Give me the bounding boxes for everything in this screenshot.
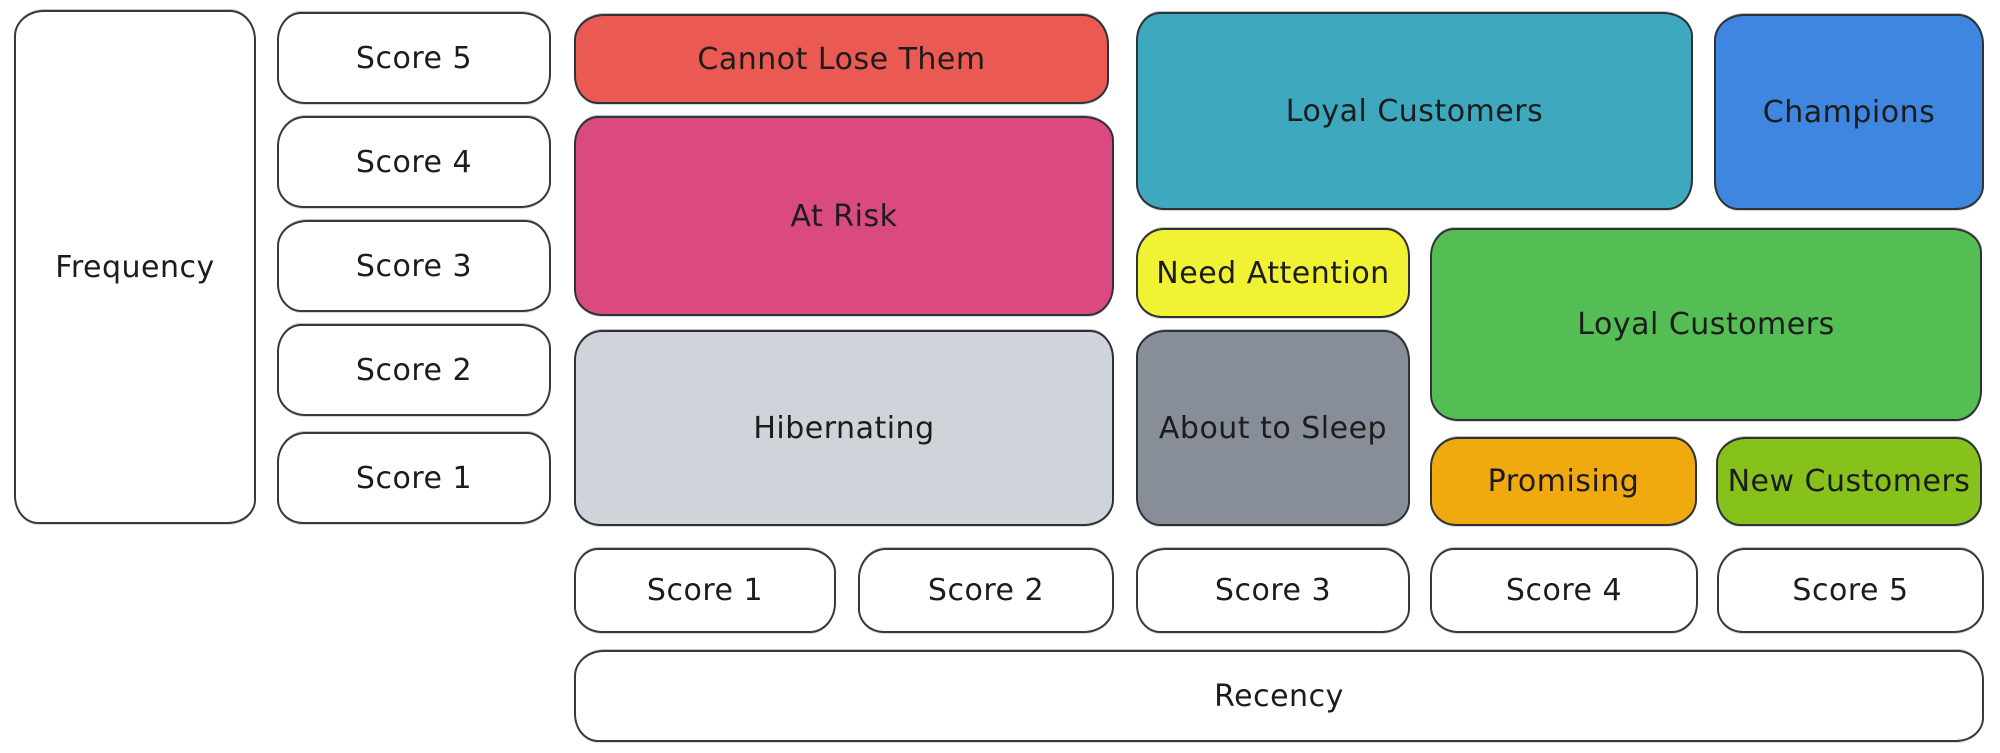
segment-cannot-lose-them-label: Cannot Lose Them <box>697 41 986 77</box>
segment-at-risk-label: At Risk <box>790 198 898 234</box>
recency-score-1-label: Score 1 <box>646 573 764 608</box>
segment-about-to-sleep-label: About to Sleep <box>1158 410 1388 446</box>
recency-axis-label: Recency <box>1214 678 1344 714</box>
frequency-score-1-label: Score 1 <box>355 460 473 496</box>
segment-need-attention: Need Attention <box>1136 228 1410 318</box>
recency-score-1: Score 1 <box>574 548 836 633</box>
segment-hibernating: Hibernating <box>574 330 1114 526</box>
segment-new-customers: New Customers <box>1716 437 1982 526</box>
recency-score-5-label: Score 5 <box>1792 573 1909 608</box>
recency-score-5: Score 5 <box>1717 548 1984 633</box>
frequency-score-2-label: Score 2 <box>355 352 473 388</box>
recency-score-4-label: Score 4 <box>1505 573 1623 608</box>
segment-cannot-lose-them: Cannot Lose Them <box>574 14 1109 104</box>
frequency-axis-label: Frequency <box>55 249 215 285</box>
segment-at-risk: At Risk <box>574 116 1114 316</box>
frequency-score-5: Score 5 <box>277 12 551 104</box>
frequency-score-3: Score 3 <box>277 220 551 312</box>
segment-about-to-sleep: About to Sleep <box>1136 330 1410 526</box>
segment-need-attention-label: Need Attention <box>1156 255 1390 291</box>
frequency-score-5-label: Score 5 <box>355 40 473 76</box>
recency-score-2: Score 2 <box>858 548 1114 633</box>
segment-hibernating-label: Hibernating <box>753 410 935 446</box>
frequency-score-4-label: Score 4 <box>355 144 473 180</box>
frequency-score-1: Score 1 <box>277 432 551 524</box>
segment-loyal-customers-mid-label: Loyal Customers <box>1577 307 1835 342</box>
frequency-score-4: Score 4 <box>277 116 551 208</box>
frequency-score-3-label: Score 3 <box>355 248 473 284</box>
recency-score-4: Score 4 <box>1430 548 1698 633</box>
segment-loyal-customers-top-label: Loyal Customers <box>1285 93 1544 129</box>
segment-loyal-customers-mid: Loyal Customers <box>1430 228 1982 421</box>
segment-loyal-customers-top: Loyal Customers <box>1136 12 1693 210</box>
frequency-axis-label-box: Frequency <box>14 10 256 524</box>
segment-promising-label: Promising <box>1487 464 1640 499</box>
segment-promising: Promising <box>1430 437 1697 526</box>
segment-champions: Champions <box>1714 14 1984 210</box>
recency-score-3-label: Score 3 <box>1214 573 1332 608</box>
segment-champions-label: Champions <box>1762 94 1936 130</box>
segment-new-customers-label: New Customers <box>1727 464 1971 499</box>
recency-score-2-label: Score 2 <box>927 573 1045 608</box>
frequency-score-2: Score 2 <box>277 324 551 416</box>
recency-axis-label-box: Recency <box>574 650 1984 742</box>
recency-score-3: Score 3 <box>1136 548 1410 633</box>
